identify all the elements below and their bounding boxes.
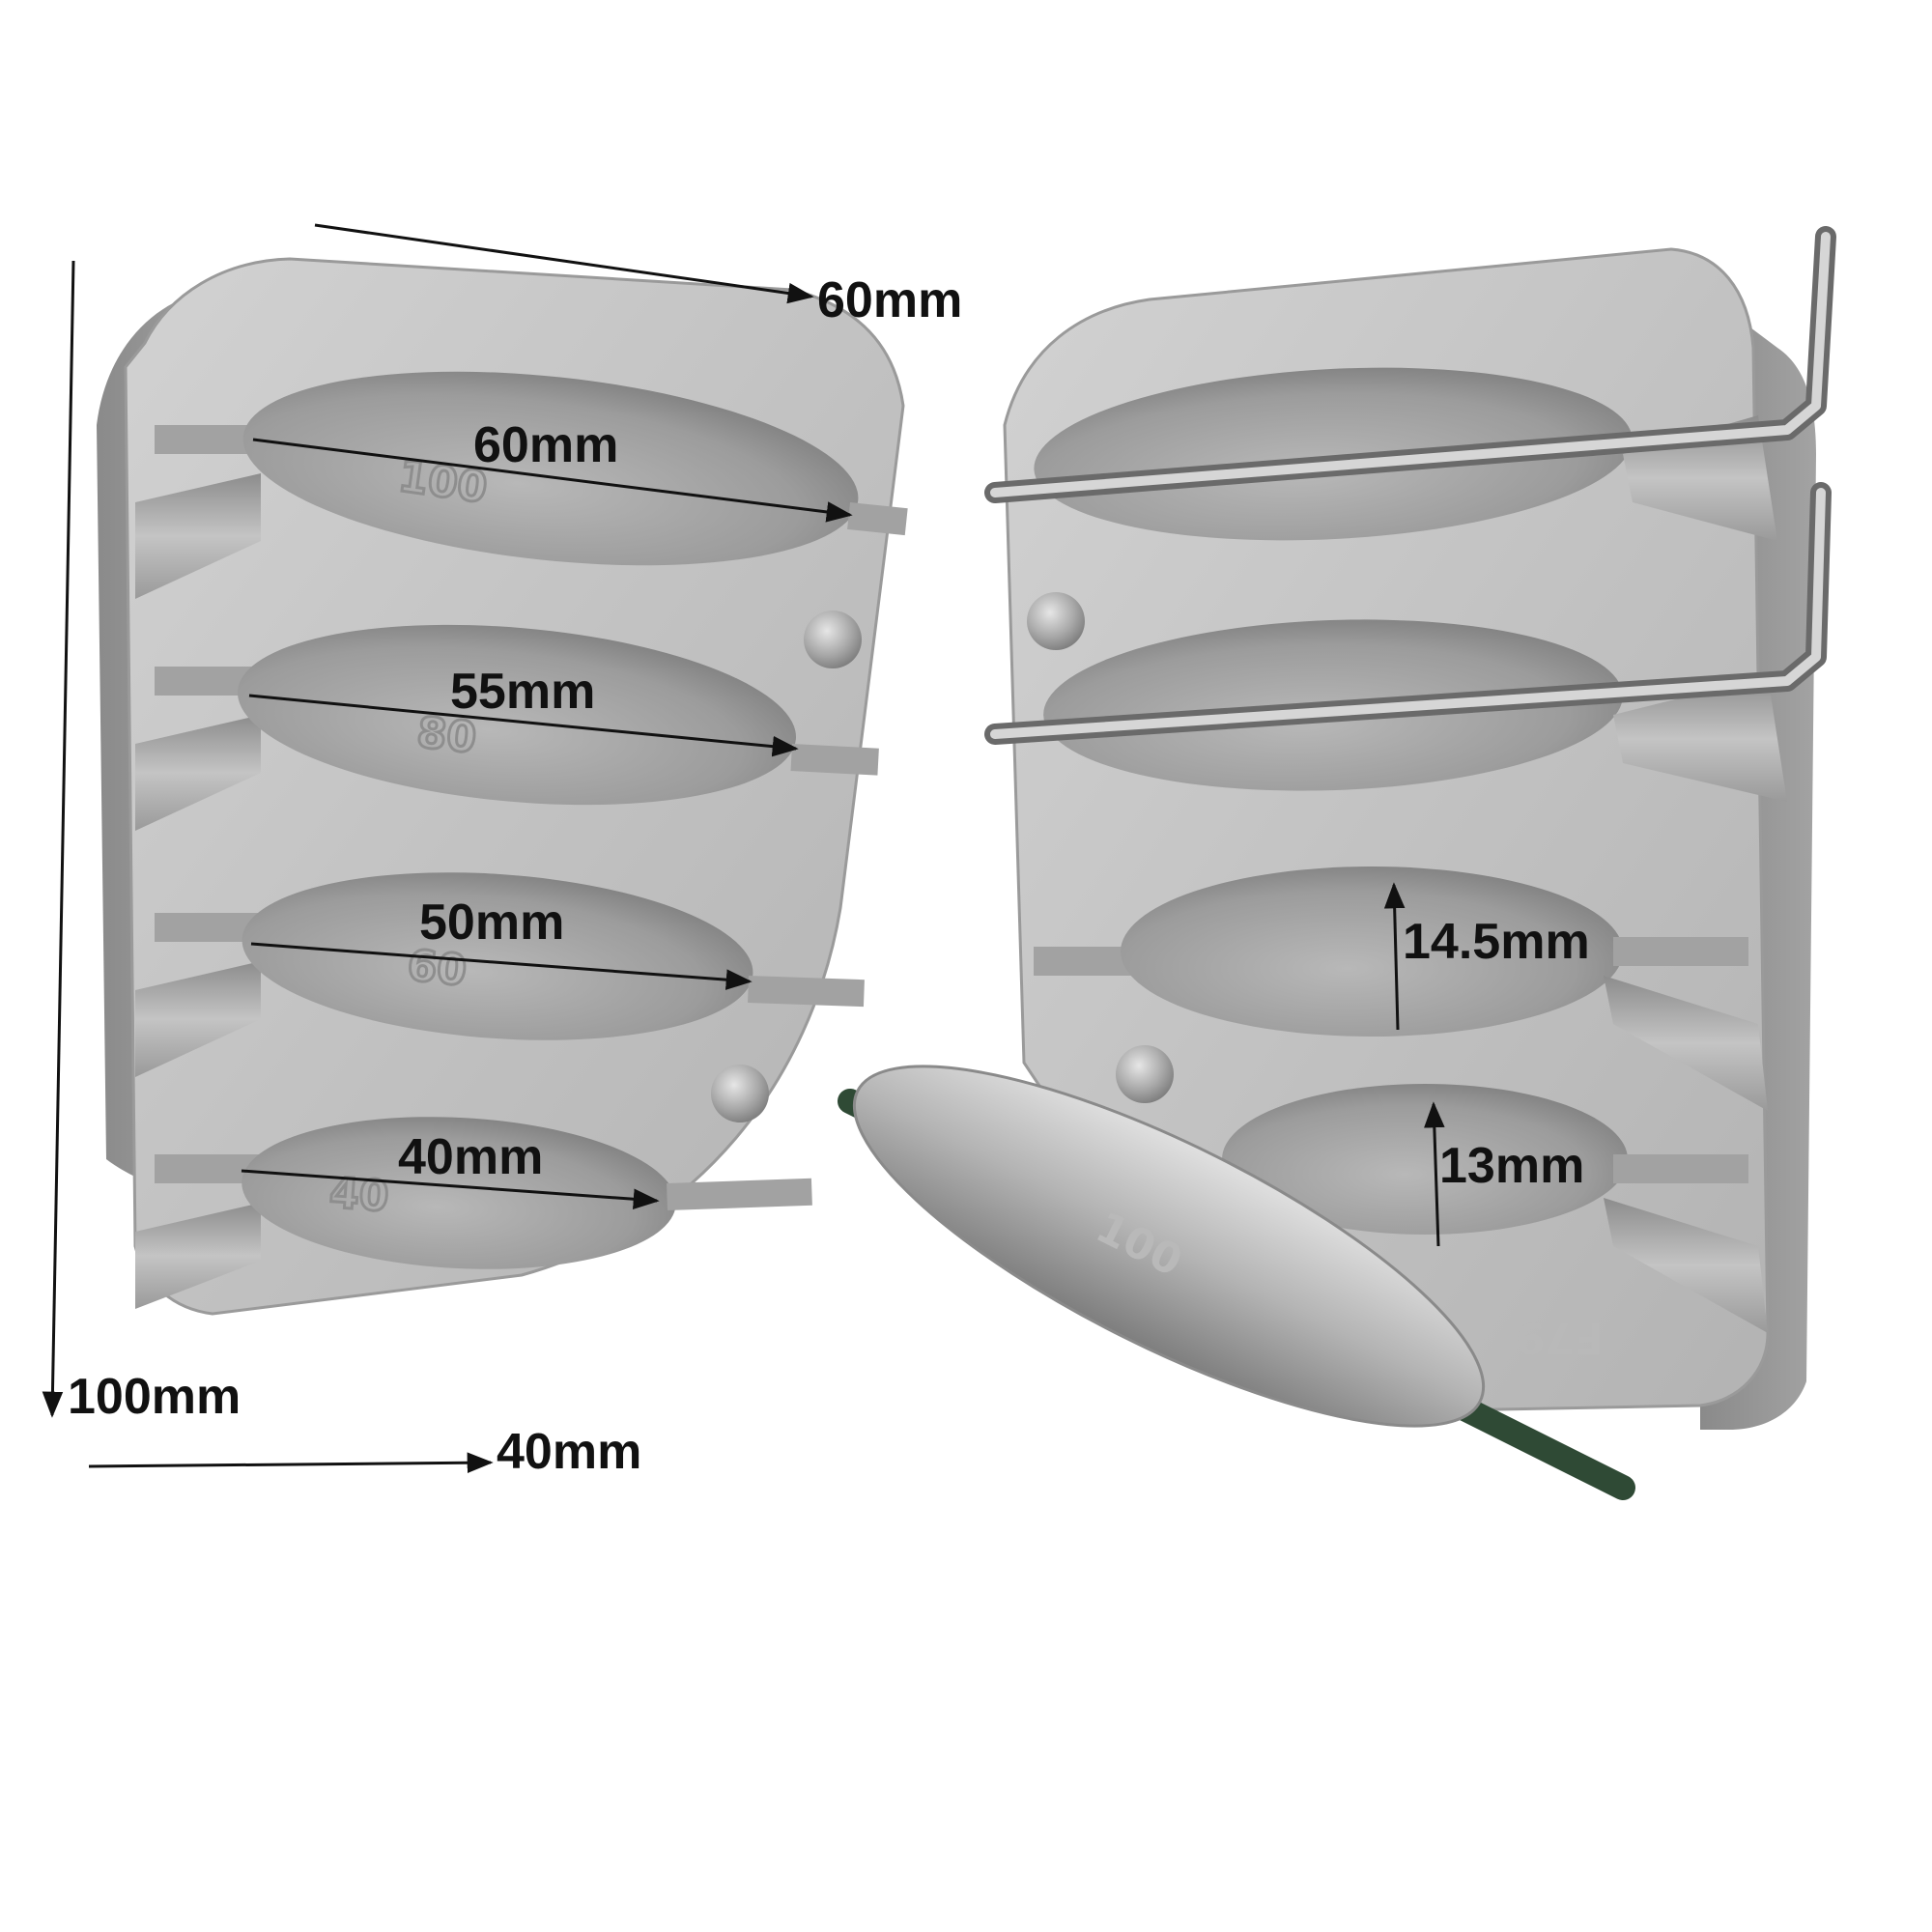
height-arrow [42,260,75,1418]
core-wire-1 [984,226,1836,503]
cavity-1-length-label: 60mm [473,417,618,473]
left-cavity-3: 60 [135,872,865,1077]
right-alignment-pin-top [1027,592,1085,650]
right-cavity-3 [1034,867,1768,1111]
left-mold-half: 100 80 60 40 [97,257,908,1316]
diameter-2-arrow [1424,1101,1445,1247]
diameter-1-label: 14.5mm [1403,914,1590,970]
left-alignment-pin-top [804,611,862,668]
left-cavity-4: 40 [135,1117,812,1309]
right-cavity-4 [1222,1084,1768,1333]
cavity-2-length-arrow [248,694,799,757]
cavity-1-length-arrow [252,438,853,523]
bottom-width-label: 40mm [497,1424,641,1480]
right-mold-half: F79 [984,226,1836,1430]
top-width-label: 60mm [817,272,962,328]
cavity-4-length-label: 40mm [398,1129,543,1185]
right-alignment-pin-bottom [1116,1045,1174,1103]
sinker-body [852,1065,1486,1428]
diameter-2-label: 13mm [1439,1138,1584,1194]
cavity-3-length-arrow [250,942,753,990]
cavity-4-length-arrow [241,1169,660,1210]
cast-sinker: 100 [838,1065,1635,1500]
left-cavity-2: 80 [135,624,879,831]
right-mold-emboss-code: F79 [1516,1313,1604,1362]
left-cavity-1: 100 [135,371,908,599]
left-alignment-pin-bottom [711,1065,769,1122]
bottom-width-arrow [88,1452,494,1474]
cavity-2-length-label: 55mm [450,664,595,720]
core-wire-2 [984,482,1832,745]
dimension-annotations: 100mm 60mm 40mm 60mm 55mm 50mm 40mm 14.5… [42,223,1590,1480]
diameter-1-arrow [1383,882,1406,1031]
top-width-arrow [314,223,814,304]
left-cavity-3-emboss: 60 [405,941,469,996]
height-label: 100mm [68,1369,241,1425]
cavity-3-length-label: 50mm [419,895,564,951]
